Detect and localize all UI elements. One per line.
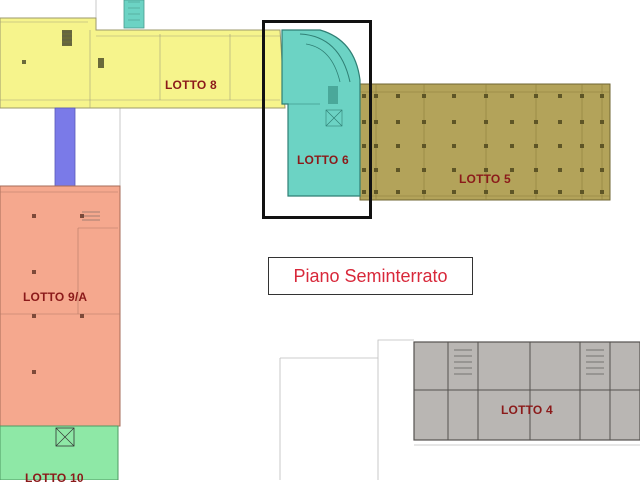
pillar: [422, 168, 426, 172]
pillar: [396, 120, 400, 124]
lotto-5-area[interactable]: [359, 83, 611, 201]
pillar: [510, 94, 514, 98]
pillar: [580, 94, 584, 98]
lotto-6-label: LOTTO 6: [297, 153, 349, 167]
pillar: [396, 144, 400, 148]
pillar: [374, 190, 378, 194]
lotto-6-area[interactable]: [281, 29, 361, 197]
floor-title: Piano Seminterrato: [293, 265, 448, 286]
pillar: [396, 168, 400, 172]
pillar: [558, 190, 562, 194]
pillar: [558, 120, 562, 124]
lotto-4-label: LOTTO 4: [501, 403, 553, 417]
pillar: [510, 144, 514, 148]
pillar: [374, 144, 378, 148]
pillar: [396, 94, 400, 98]
background-outlines: [95, 0, 640, 480]
pillar: [374, 94, 378, 98]
lotto-10-area[interactable]: [0, 425, 119, 480]
pillar: [534, 144, 538, 148]
pillar: [362, 190, 366, 194]
pillar: [534, 120, 538, 124]
lotto-10-label: LOTTO 10: [25, 471, 84, 485]
lotto-8-area[interactable]: [0, 17, 286, 109]
pillar: [396, 190, 400, 194]
pillar: [580, 120, 584, 124]
pillar: [484, 190, 488, 194]
pillar: [600, 120, 604, 124]
pillar: [600, 144, 604, 148]
pillar: [580, 144, 584, 148]
pillar: [558, 94, 562, 98]
floor-title-box: Piano Seminterrato: [268, 257, 473, 295]
pillar: [534, 168, 538, 172]
pillar: [362, 144, 366, 148]
lotto-6-highlight-frame: [262, 20, 372, 219]
pillar: [484, 120, 488, 124]
pillar: [452, 144, 456, 148]
lotto-9a-label: LOTTO 9/A: [23, 290, 88, 304]
connector-corridor: [54, 107, 76, 187]
pillar: [374, 168, 378, 172]
pillar: [422, 94, 426, 98]
pillar: [422, 144, 426, 148]
lotto-5-label: LOTTO 5: [459, 172, 511, 186]
pillar: [534, 190, 538, 194]
lotto-9a-area[interactable]: [0, 185, 121, 427]
pillar: [452, 94, 456, 98]
pillar: [558, 144, 562, 148]
pillar: [600, 190, 604, 194]
pillar: [452, 168, 456, 172]
pillar: [600, 94, 604, 98]
lotto-8-label: LOTTO 8: [165, 78, 217, 92]
pillar: [510, 168, 514, 172]
pillar: [510, 120, 514, 124]
pillar: [580, 190, 584, 194]
pillar: [510, 190, 514, 194]
pillar: [484, 144, 488, 148]
pillar: [422, 190, 426, 194]
pillar: [484, 94, 488, 98]
pillar: [484, 168, 488, 172]
pillar: [452, 120, 456, 124]
pillar: [534, 94, 538, 98]
pillar: [452, 190, 456, 194]
pillar: [362, 94, 366, 98]
pillar: [600, 168, 604, 172]
pillar: [362, 120, 366, 124]
lotto-4-area[interactable]: [413, 341, 640, 441]
pillar: [558, 168, 562, 172]
pillar: [374, 120, 378, 124]
pillar: [362, 168, 366, 172]
pillar: [580, 168, 584, 172]
pillar: [422, 120, 426, 124]
